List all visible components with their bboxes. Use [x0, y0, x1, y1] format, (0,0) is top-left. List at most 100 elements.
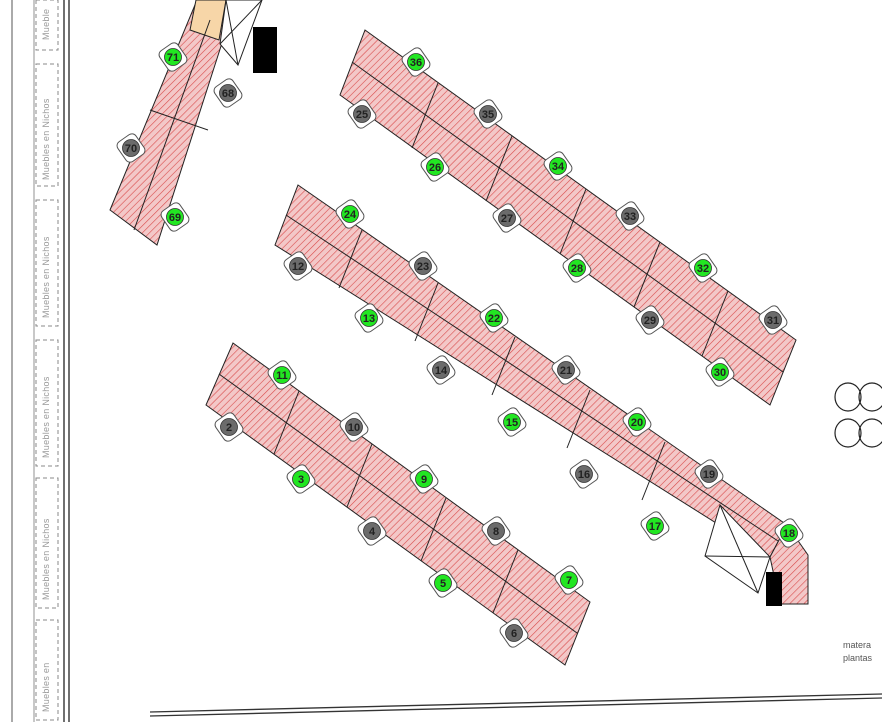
- seat-26[interactable]: 26: [419, 151, 451, 183]
- seat-69[interactable]: 69: [159, 201, 191, 233]
- seat-9[interactable]: 9: [408, 463, 440, 495]
- seat-33[interactable]: 33: [614, 200, 646, 232]
- seat-19[interactable]: 19: [693, 458, 725, 490]
- seat-4[interactable]: 4: [356, 515, 388, 547]
- seat-number: 29: [644, 315, 656, 327]
- seat-marker[interactable]: [764, 311, 782, 329]
- seat-30[interactable]: 30: [704, 356, 736, 388]
- seat-marker[interactable]: [273, 366, 291, 384]
- seat-11[interactable]: 11: [266, 359, 298, 391]
- seat-number: 10: [348, 422, 360, 434]
- seat-number: 33: [624, 211, 636, 223]
- seat-17[interactable]: 17: [639, 510, 671, 542]
- seat-number: 25: [356, 109, 368, 121]
- seat-number: 34: [552, 161, 565, 173]
- seat-marker[interactable]: [621, 207, 639, 225]
- seat-marker[interactable]: [498, 209, 516, 227]
- seat-32[interactable]: 32: [687, 252, 719, 284]
- seat-34[interactable]: 34: [542, 150, 574, 182]
- seat-number: 13: [363, 313, 375, 325]
- seat-marker[interactable]: [292, 470, 310, 488]
- seat-marker[interactable]: [289, 257, 307, 275]
- seat-marker[interactable]: [646, 517, 664, 535]
- seat-marker[interactable]: [434, 574, 452, 592]
- seat-marker[interactable]: [219, 84, 237, 102]
- seat-12[interactable]: 12: [282, 250, 314, 282]
- seat-7[interactable]: 7: [553, 564, 585, 596]
- seat-marker[interactable]: [711, 363, 729, 381]
- seat-20[interactable]: 20: [621, 406, 653, 438]
- seat-marker[interactable]: [780, 524, 798, 542]
- seat-70[interactable]: 70: [115, 132, 147, 164]
- seat-5[interactable]: 5: [427, 567, 459, 599]
- seat-31[interactable]: 31: [757, 304, 789, 336]
- seat-marker[interactable]: [426, 158, 444, 176]
- seat-3[interactable]: 3: [285, 463, 317, 495]
- seat-marker[interactable]: [407, 53, 425, 71]
- seat-marker[interactable]: [700, 465, 718, 483]
- seat-marker[interactable]: [166, 208, 184, 226]
- seat-22[interactable]: 22: [478, 302, 510, 334]
- seat-6[interactable]: 6: [498, 617, 530, 649]
- seat-2[interactable]: 2: [213, 411, 245, 443]
- seat-10[interactable]: 10: [338, 411, 370, 443]
- seat-15[interactable]: 15: [496, 406, 528, 438]
- wall-label-group: Mueble Muebles en Nichos Muebles en Nich…: [41, 9, 51, 712]
- seat-13[interactable]: 13: [353, 302, 385, 334]
- seat-marker[interactable]: [557, 361, 575, 379]
- seat-marker[interactable]: [641, 311, 659, 329]
- seat-14[interactable]: 14: [425, 354, 457, 386]
- seat-marker[interactable]: [353, 105, 371, 123]
- seat-marker[interactable]: [479, 105, 497, 123]
- seat-35[interactable]: 35: [472, 98, 504, 130]
- seat-marker[interactable]: [432, 361, 450, 379]
- seat-number: 22: [488, 313, 500, 325]
- seat-29[interactable]: 29: [634, 304, 666, 336]
- seat-marker[interactable]: [485, 309, 503, 327]
- seat-marker[interactable]: [122, 139, 140, 157]
- seat-16[interactable]: 16: [568, 458, 600, 490]
- seat-number: 71: [167, 52, 179, 64]
- seat-28[interactable]: 28: [561, 252, 593, 284]
- seat-71[interactable]: 71: [157, 41, 189, 73]
- seat-number: 18: [783, 528, 795, 540]
- seat-marker[interactable]: [415, 470, 433, 488]
- seat-marker[interactable]: [560, 571, 578, 589]
- desk-row-middle: [274, 184, 809, 605]
- seat-number: 31: [767, 315, 779, 327]
- seat-36[interactable]: 36: [400, 46, 432, 78]
- seat-marker[interactable]: [487, 522, 505, 540]
- seat-marker[interactable]: [503, 413, 521, 431]
- seat-number: 4: [369, 526, 376, 538]
- wall-label: Muebles en Nichos: [41, 376, 51, 458]
- seat-24[interactable]: 24: [334, 198, 366, 230]
- seat-marker[interactable]: [345, 418, 363, 436]
- seat-marker[interactable]: [360, 309, 378, 327]
- seat-marker[interactable]: [549, 157, 567, 175]
- seat-marker[interactable]: [363, 522, 381, 540]
- seat-8[interactable]: 8: [480, 515, 512, 547]
- seat-marker[interactable]: [628, 413, 646, 431]
- bottom-wall: [149, 693, 882, 717]
- seat-68[interactable]: 68: [212, 77, 244, 109]
- seat-marker[interactable]: [505, 624, 523, 642]
- room-label-plantas: plantas: [843, 653, 873, 663]
- seat-marker[interactable]: [341, 205, 359, 223]
- seat-27[interactable]: 27: [491, 202, 523, 234]
- seat-number: 11: [276, 370, 288, 382]
- seat-marker[interactable]: [220, 418, 238, 436]
- seat-marker[interactable]: [575, 465, 593, 483]
- seat-18[interactable]: 18: [773, 517, 805, 549]
- seat-number: 12: [292, 261, 304, 273]
- seat-marker[interactable]: [694, 259, 712, 277]
- seat-21[interactable]: 21: [550, 354, 582, 386]
- seat-marker[interactable]: [414, 257, 432, 275]
- seat-number: 24: [344, 209, 357, 221]
- seat-23[interactable]: 23: [407, 250, 439, 282]
- seat-number: 26: [429, 162, 441, 174]
- seat-25[interactable]: 25: [346, 98, 378, 130]
- seat-marker[interactable]: [568, 259, 586, 277]
- seat-marker[interactable]: [164, 48, 182, 66]
